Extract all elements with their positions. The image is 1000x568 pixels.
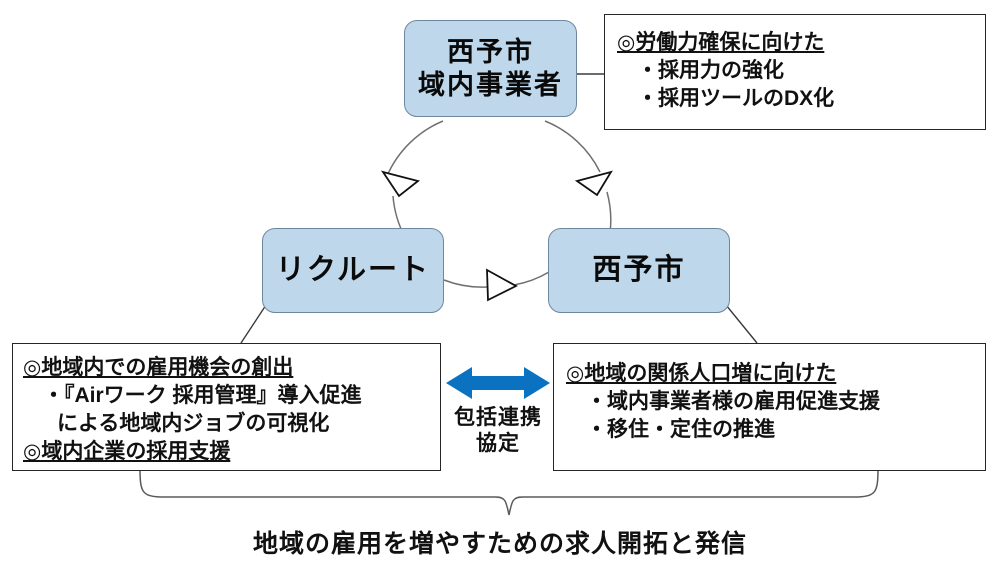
box-tr-item-0: ・採用力の強化 <box>637 59 784 83</box>
summary-brace <box>139 467 879 516</box>
cycle-arc-right-upper <box>544 120 601 173</box>
node-top-line2: 域内事業者 <box>418 69 563 100</box>
node-left-label: リクルート <box>275 253 431 286</box>
cycle-arc-bottom-left <box>443 279 488 288</box>
box-br-heading: ◎地域の関係人口増に向けた <box>566 362 837 385</box>
pact-label-line1: 包括連携 <box>454 406 542 429</box>
arrowhead-bottom-icon <box>486 268 518 302</box>
node-top-line1: 西予市 <box>447 36 534 67</box>
box-bl-item-1: ・『Airワーク 採用管理』導入促進 <box>43 384 362 408</box>
comprehensive-partnership-label: 包括連携 協定 <box>454 405 542 456</box>
detail-box-bottom-left[interactable]: ◎地域内での雇用機会の創出 ・『Airワーク 採用管理』導入促進 による地域内ジ… <box>12 343 441 471</box>
cycle-arc-left <box>386 120 444 177</box>
detail-box-top-right[interactable]: ◎労働力確保に向けた ・採用力の強化 ・採用ツールのDX化 <box>604 14 986 130</box>
box-br-item-0: ・域内事業者様の雇用促進支援 <box>586 390 880 414</box>
box-tr-heading: ◎労働力確保に向けた <box>617 31 825 54</box>
pact-label-line2: 協定 <box>476 431 520 455</box>
box-bl-item-1-continued: による地域内ジョブの可視化 <box>57 412 330 436</box>
box-tr-item-1: ・採用ツールのDX化 <box>637 87 835 111</box>
node-saijo-city[interactable]: 西予市 <box>548 228 730 313</box>
box-br-item-1: ・移住・定住の推進 <box>586 418 775 442</box>
node-recruit[interactable]: リクルート <box>262 228 444 313</box>
node-saijo-city-local-businesses[interactable]: 西予市 域内事業者 <box>404 20 577 117</box>
arrowhead-top-right-icon <box>574 170 613 197</box>
box-bl-heading-2: ◎域内企業の採用支援 <box>23 440 231 464</box>
comprehensive-partnership-group: 包括連携 協定 <box>444 366 552 474</box>
box-bl-heading-1: ◎地域内での雇用機会の創出 <box>23 356 294 379</box>
detail-box-bottom-right[interactable]: ◎地域の関係人口増に向けた ・域内事業者様の雇用促進支援 ・移住・定住の推進 <box>553 343 986 471</box>
summary-caption: 地域の雇用を増やすための求人開拓と発信 <box>252 530 747 558</box>
arrowhead-top-left-icon <box>380 170 420 198</box>
connector-right-to-box <box>725 304 758 344</box>
cycle-arc-bottom-right <box>513 271 550 286</box>
node-right-label: 西予市 <box>592 253 686 286</box>
connector-left-to-box <box>240 304 267 344</box>
double-headed-arrow-icon <box>446 367 550 399</box>
